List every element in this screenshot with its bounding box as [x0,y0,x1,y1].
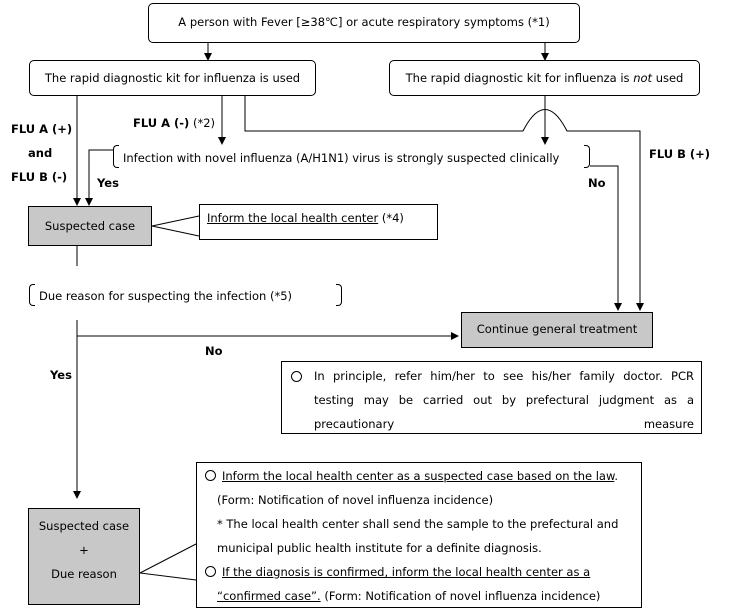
confirmed-underlined-2: “confirmed case”. [217,589,321,603]
law-end: . [614,469,618,483]
infection-bracket-left [113,145,119,168]
label-flu-b-negative: FLU B (-) [11,170,68,184]
kit-not-used-emphasis: not [633,71,653,85]
kit-used-node: The rapid diagnostic kit for influenza i… [29,60,316,96]
label-yes-due-reason: Yes [50,368,72,382]
kit-not-used-text-a: The rapid diagnostic kit for influenza i… [405,71,634,85]
principle-note: In principle, refer him/her to see his/h… [281,361,702,434]
label-flu-a-negative: FLU A (-) (*2) [133,115,215,131]
final-notes-box: Inform the local health center as a susp… [196,462,642,608]
inform-center-text: Inform the local health center (*4) [207,210,404,226]
label-yes-infection: Yes [97,176,119,190]
label-flu-b-positive: FLU B (+) [649,147,711,161]
connector-infection-no [590,165,622,311]
suspected-case-label: Suspected case [44,219,136,233]
form-line-1: (Form: Notification of novel influenza i… [217,493,494,507]
continue-treatment-label: Continue general treatment [476,322,638,336]
inform-center-note: Inform the local health center (*4) [199,204,438,240]
infection-bracket-right [584,145,590,168]
suspected-case-node: Suspected case [28,206,152,246]
sample-line-2: municipal public health institute for a … [217,541,542,555]
infection-suspected-label: Infection with novel influenza (A/H1N1) … [123,151,560,165]
due-reason-label: Due reason for suspecting the infection … [39,289,293,303]
start-node-label: A person with Fever [≥38℃] or acute resp… [178,15,550,29]
start-node: A person with Fever [≥38℃] or acute resp… [148,3,580,43]
principle-text: In principle, refer him/her to see his/h… [314,369,694,431]
due-reason-bracket-right [336,284,342,306]
due-reason-bracket-left [29,284,35,306]
continue-treatment-node: Continue general treatment [461,312,653,348]
law-line: Inform the local health center as a susp… [205,468,618,484]
kit-not-used-node: The rapid diagnostic kit for influenza i… [389,60,700,96]
circle-bullet-icon [205,470,216,481]
inform-center-ref: (*4) [378,211,404,225]
label-no-due-reason: No [205,344,223,358]
circle-bullet-icon [205,566,216,577]
final-line-1: Suspected case [38,519,130,533]
inform-center-underlined: Inform the local health center [207,211,379,225]
label-flu-a-positive: FLU A (+) [11,122,73,136]
sample-line-1: * The local health center shall send the… [217,517,619,531]
circle-bullet-icon [291,371,302,382]
label-flu-a-negative-ref: (*2) [189,116,216,130]
connector-infection-yes [85,149,113,206]
law-underlined: Inform the local health center as a susp… [222,469,615,483]
confirmed-form: (Form: Notification of novel influenza i… [320,589,601,603]
label-flu-a-negative-text: FLU A (-) [133,116,190,130]
callout-inform-center [151,215,200,237]
final-case-node: Suspected case + Due reason [28,508,140,605]
kit-not-used-text-c: used [652,71,684,85]
confirmed-underlined-1: If the diagnosis is confirmed, inform th… [222,565,591,579]
confirmed-line-2: “confirmed case”. (Form: Notification of… [217,588,600,604]
label-and: and [28,146,53,160]
final-line-2: + [79,543,89,557]
callout-final-notes [138,543,197,581]
label-no-infection: No [588,176,606,190]
confirmed-line-1: If the diagnosis is confirmed, inform th… [205,564,590,580]
kit-not-used-label: The rapid diagnostic kit for influenza i… [390,70,699,86]
final-line-3: Due reason [51,567,117,581]
connector-flu-b-positive [244,96,644,311]
kit-used-label: The rapid diagnostic kit for influenza i… [44,71,301,85]
